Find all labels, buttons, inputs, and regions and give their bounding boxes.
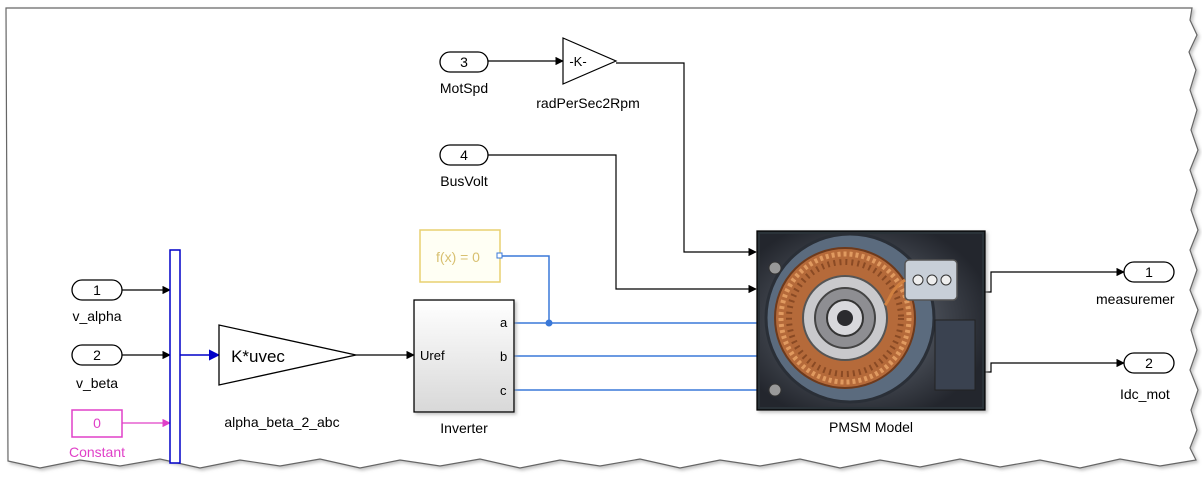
outport-idc-mot-number: 2	[1145, 355, 1153, 371]
inverter-port-c: c	[500, 383, 507, 398]
gain-block[interactable]: -K- radPerSec2Rpm	[536, 37, 640, 111]
inport-motspd-label: MotSpd	[440, 80, 488, 96]
inverter-port-b: b	[500, 349, 507, 364]
pmsm-model-block[interactable]: PMSM Model	[756, 230, 986, 435]
inverter-input-port-label: Uref	[420, 348, 445, 363]
inverter-label: Inverter	[440, 420, 488, 436]
inport-v-alpha-number: 1	[93, 282, 101, 298]
solver-config-block[interactable]: f(x) = 0	[419, 229, 503, 283]
transform-label: alpha_beta_2_abc	[224, 414, 339, 430]
gain-value: -K-	[569, 54, 586, 69]
signal-motor-to-out1[interactable]	[985, 267, 1125, 293]
gain-label: radPerSec2Rpm	[536, 95, 640, 111]
inport-v-beta-number: 2	[93, 347, 101, 363]
mux-block[interactable]	[169, 249, 181, 464]
signal-busvolt-to-motor[interactable]	[488, 154, 757, 294]
physical-fx-line[interactable]	[500, 255, 550, 323]
inport-v-alpha-label: v_alpha	[72, 308, 121, 324]
inport-motspd-number: 3	[460, 54, 468, 70]
torn-paper-frame	[5, 7, 1199, 469]
inport-v-beta[interactable]: 2 v_beta	[71, 344, 123, 391]
constant-value: 0	[93, 415, 101, 431]
transform-block[interactable]: K*uvec alpha_beta_2_abc	[218, 324, 357, 430]
inverter-block[interactable]: Uref a b c Inverter	[413, 299, 515, 436]
pmsm-model-label: PMSM Model	[829, 419, 913, 435]
transform-gain-text: K*uvec	[231, 347, 285, 366]
outport-measurement-number: 1	[1145, 264, 1153, 280]
inport-motspd[interactable]: 3 MotSpd	[439, 51, 489, 96]
signal-gain-to-motor[interactable]	[616, 62, 757, 257]
motor-photo-icon	[764, 232, 976, 404]
constant-block[interactable]: 0 Constant	[69, 409, 125, 460]
inverter-port-a: a	[500, 315, 508, 330]
outport-idc-mot-label: Idc_mot	[1120, 386, 1170, 402]
inport-busvolt-number: 4	[460, 147, 468, 163]
inport-busvolt[interactable]: 4 BusVolt	[439, 144, 489, 189]
inport-v-beta-label: v_beta	[76, 375, 118, 391]
solver-config-text: f(x) = 0	[436, 249, 480, 265]
inport-v-alpha[interactable]: 1 v_alpha	[71, 279, 123, 324]
outport-idc-mot[interactable]: 2 Idc_mot	[1120, 352, 1175, 402]
outport-measurement-label: measuremer	[1096, 291, 1175, 307]
inport-busvolt-label: BusVolt	[440, 173, 488, 189]
constant-label: Constant	[69, 444, 125, 460]
outport-measurement[interactable]: 1 measuremer	[1096, 261, 1175, 307]
signal-motor-to-out2[interactable]	[985, 358, 1125, 373]
